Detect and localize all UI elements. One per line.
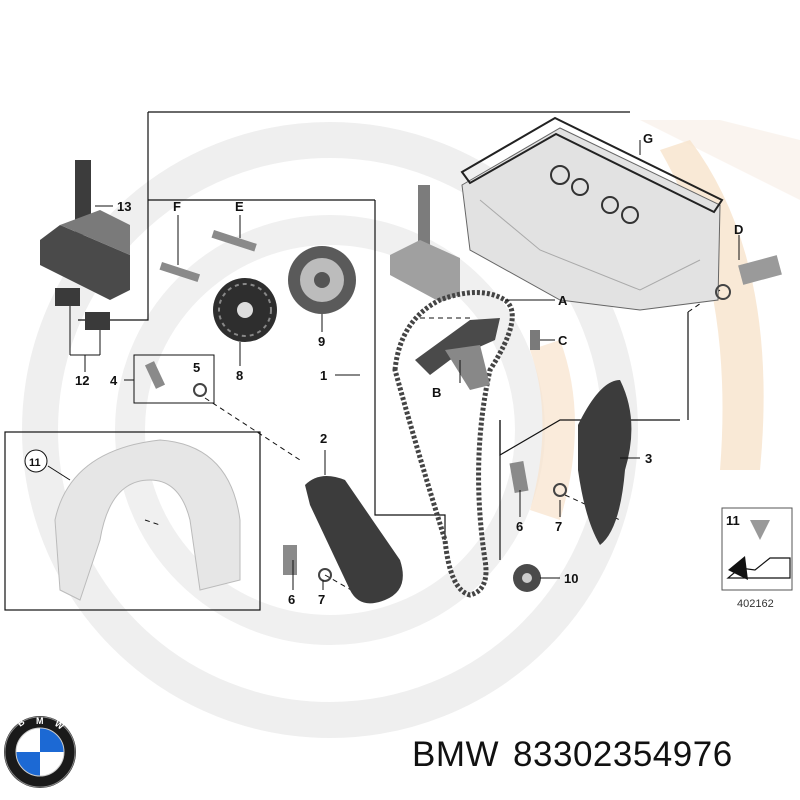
label-a: A (558, 293, 568, 308)
brand-name: BMW (412, 735, 500, 774)
label-3: 3 (645, 451, 652, 466)
callout-labels: 13 12 4 5 F E 8 9 1 2 A C B 3 D G 6 7 6 … (29, 131, 774, 610)
part-number: 83302354976 (513, 735, 733, 774)
label-1: 1 (320, 368, 327, 383)
cylinder-head (460, 116, 724, 311)
label-8: 8 (236, 368, 243, 383)
tensioner-rail-b (415, 318, 500, 390)
label-g: G (643, 131, 653, 146)
timing-chain (392, 290, 515, 598)
small-fasteners (144, 255, 782, 582)
label-f: F (173, 199, 181, 214)
label-9: 9 (318, 334, 325, 349)
label-6-left: 6 (288, 592, 295, 607)
label-13: 13 (117, 199, 131, 214)
label-7-left: 7 (318, 592, 325, 607)
special-tool-13 (40, 160, 130, 300)
label-12: 12 (75, 373, 89, 388)
label-10: 10 (564, 571, 578, 586)
label-b: B (432, 385, 441, 400)
part-caption: BMW 83302354976 (412, 735, 792, 785)
crank-sprocket-10 (513, 564, 541, 592)
tensioner-rail-2 (305, 476, 403, 604)
bmw-logo: B M W (4, 716, 76, 788)
label-4: 4 (110, 373, 118, 388)
special-tool-12 (55, 288, 110, 330)
camshaft-tool (390, 185, 460, 302)
inset-legend-box (721, 507, 793, 591)
label-c: C (558, 333, 568, 348)
vanos-adjuster-9 (288, 246, 356, 314)
svg-text:B: B (15, 716, 26, 728)
svg-text:M: M (36, 716, 44, 726)
label-e: E (235, 199, 244, 214)
label-5: 5 (193, 360, 200, 375)
guide-rail-3 (578, 380, 632, 545)
label-11-inset: 11 (726, 513, 740, 528)
label-6-right: 6 (516, 519, 523, 534)
inset-wheel-arch (4, 431, 261, 611)
figure-number: 402162 (737, 598, 774, 610)
sprocket-8 (213, 278, 277, 342)
bolts-e-f (159, 230, 257, 282)
leader-lines (47, 140, 740, 590)
label-d: D (734, 222, 743, 237)
label-7-right: 7 (555, 519, 562, 534)
label-2: 2 (320, 431, 327, 446)
label-11-circled: 11 (29, 457, 41, 469)
